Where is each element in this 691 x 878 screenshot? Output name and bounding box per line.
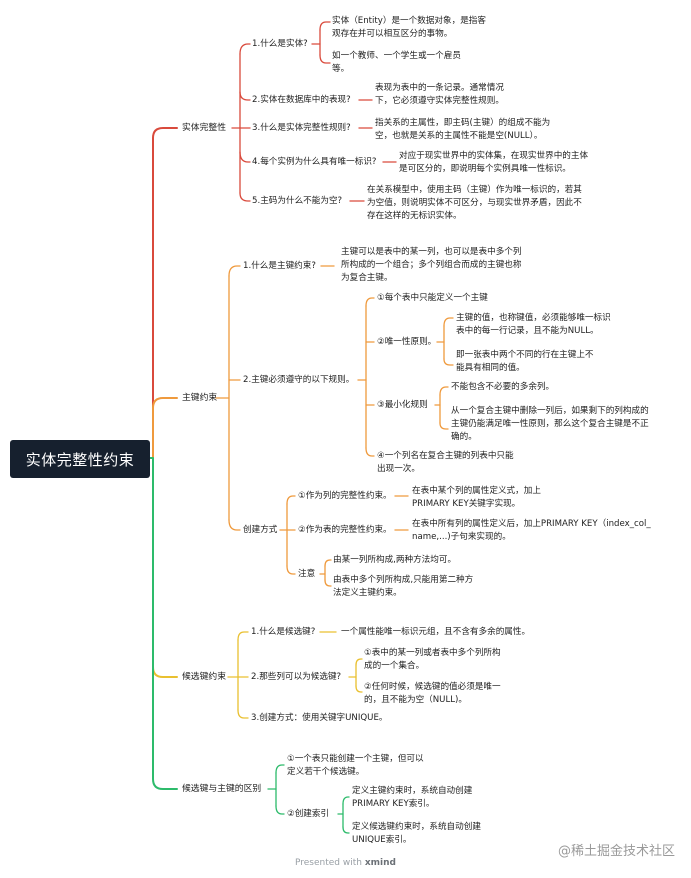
node-uniqueness-detail[interactable]: 主键的值，也称键值，必须能够唯一标识 表中的每一行记录，且不能为NULL。 <box>456 313 611 336</box>
node-primary-not-null[interactable]: 5.主码为什么不能为空? <box>252 196 343 206</box>
node-primary-key-definition[interactable]: 主键可以是表中的某一列，也可以是表中多个列 所构成的一个组合；多个列组合而成的主… <box>341 247 522 283</box>
node-entity-record[interactable]: 表现为表中的一条记录。通常情况 下，它必须遵守实体完整性规则。 <box>375 83 504 106</box>
node-uniqueness-example[interactable]: 即一张表中两个不同的行在主键上不 能具有相同的值。 <box>456 350 594 373</box>
node-which-columns[interactable]: 2.那些列可以为候选键? <box>251 672 342 682</box>
node-rule-definition[interactable]: 指关系的主属性，即主码(主键）的组成不能为 空，也就是关系的主属性不能是空(NU… <box>375 118 551 141</box>
yellow-branch-lines <box>227 631 363 719</box>
connector-root-b2 <box>149 397 178 459</box>
node-note[interactable]: 注意 <box>298 569 316 579</box>
root-topic[interactable]: 实体完整性约束 <box>10 440 150 478</box>
footer: Presented with xmind <box>0 858 691 868</box>
topic-entity-integrity[interactable]: 实体完整性 <box>182 123 226 133</box>
node-columns-set[interactable]: ①表中的某一列或者表中多个列所构 成的一个集合。 <box>364 648 501 671</box>
node-primary-key-rules[interactable]: 2.主键必须遵守的以下规则。 <box>243 375 355 385</box>
node-what-is-entity[interactable]: 1.什么是实体? <box>252 39 308 49</box>
node-primary-not-null-answer[interactable]: 在关系模型中，使用主码（主键）作为唯一标识的，若其 为空值，则说明实体不可区分，… <box>367 185 582 221</box>
node-entity-in-database[interactable]: 2.实体在数据库中的表现? <box>252 95 351 105</box>
node-note-multi-column[interactable]: 由表中多个列所构成,只能用第二种方 法定义主键约束。 <box>333 575 474 598</box>
node-unique-index[interactable]: 定义候选键约束时，系统自动创建 UNIQUE索引。 <box>352 822 481 845</box>
node-table-constraint[interactable]: ②作为表的完整性约束。 <box>298 525 392 535</box>
topic-candidate-key-constraint[interactable]: 候选键约束 <box>182 672 226 682</box>
node-one-primary-many-candidate[interactable]: ①一个表只能创建一个主键，但可以 定义若干个候选键。 <box>287 754 424 777</box>
node-column-constraint[interactable]: ①作为列的完整性约束。 <box>298 491 392 501</box>
node-creation-method[interactable]: 创建方式 <box>243 525 278 535</box>
green-branch-lines <box>267 764 350 834</box>
node-what-is-candidate-key[interactable]: 1.什么是候选键? <box>251 627 316 637</box>
node-entity-integrity-rule[interactable]: 3.什么是实体完整性规则? <box>252 123 351 133</box>
connector-root-b4 <box>149 457 178 790</box>
topic-primary-key-constraint[interactable]: 主键约束 <box>182 393 218 403</box>
node-unique-identifier[interactable]: 4.每个实例为什么具有唯一标识? <box>252 157 377 167</box>
node-create-index[interactable]: ②创建索引 <box>287 809 330 819</box>
node-column-constraint-detail[interactable]: 在表中某个列的属性定义式，加上 PRIMARY KEY关键字实现。 <box>412 486 541 509</box>
footer-prefix: Presented with <box>295 858 362 868</box>
node-minimal-no-extra[interactable]: 不能包含不必要的多余列。 <box>451 382 555 392</box>
connector-root-b3 <box>149 457 178 678</box>
node-note-single-column[interactable]: 由某一列所构成,两种方法均可。 <box>333 555 457 565</box>
connector-root-b1 <box>149 127 178 459</box>
xmind-logo: xmind <box>364 858 396 868</box>
node-rule-minimal[interactable]: ③最小化规则 <box>377 400 428 410</box>
node-entity-example[interactable]: 如一个教师、一个学生或一个雇员 等。 <box>332 51 461 74</box>
node-rule-column-once[interactable]: ④一个列名在复合主键的列表中只能 出现一次。 <box>377 451 514 474</box>
node-table-constraint-detail[interactable]: 在表中所有列的属性定义后，加上PRIMARY KEY（index_col_ na… <box>412 519 651 542</box>
node-primary-key-index[interactable]: 定义主键约束时，系统自动创建 PRIMARY KEY索引。 <box>352 786 473 809</box>
node-rule-one-key[interactable]: ①每个表中只能定义一个主键 <box>377 293 488 303</box>
topic-candidate-vs-primary[interactable]: 候选键与主键的区别 <box>182 784 262 794</box>
node-minimal-detail[interactable]: 从一个复合主键中删除一列后，如果剩下的列构成的 主键仍能满足唯一性原则，那么这个… <box>451 406 649 442</box>
node-rule-uniqueness[interactable]: ②唯一性原则。 <box>377 337 437 347</box>
orange-branch-lines <box>215 265 454 587</box>
node-candidate-creation[interactable]: 3.创建方式：使用关键字UNIQUE。 <box>251 713 388 723</box>
node-what-is-primary-key[interactable]: 1.什么是主键约束? <box>243 261 316 271</box>
red-branch-lines <box>231 21 397 202</box>
node-candidate-key-definition[interactable]: 一个属性能唯一标识元组，且不含有多余的属性。 <box>341 627 531 637</box>
node-entity-definition[interactable]: 实体（Entity）是一个数据对象，是指客 观存在并可以相互区分的事物。 <box>332 16 486 39</box>
node-unique-identifier-answer[interactable]: 对应于现实世界中的实体集，在现实世界中的主体 是可区分的，即说明每个实例具唯一性… <box>399 151 589 174</box>
watermark: @稀土掘金技术社区 <box>557 844 675 859</box>
node-columns-unique[interactable]: ②任何时候，候选键的值必须是唯一 的，且不能为空（NULL)。 <box>364 682 501 705</box>
